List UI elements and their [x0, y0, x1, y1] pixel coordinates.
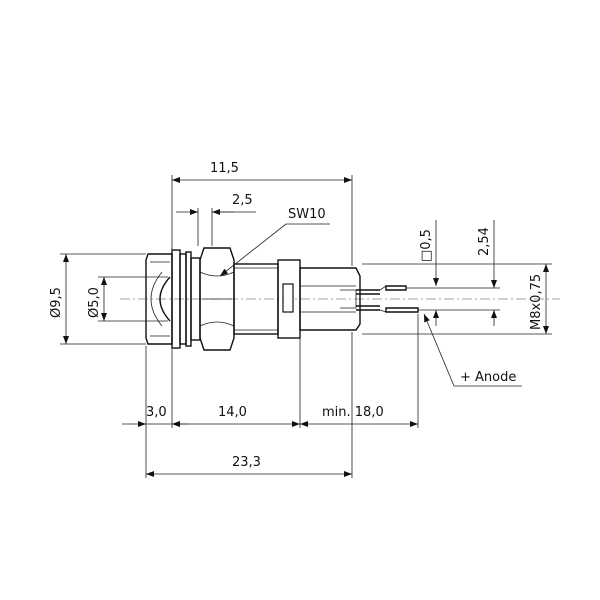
dim-lens-diameter-label: Ø5,0 [87, 287, 102, 318]
lens [159, 276, 171, 322]
dim-pin-pitch-label: 2,54 [477, 227, 492, 256]
dim-thread-label: M8x0,75 [529, 274, 544, 330]
dim-14-0-label: 14,0 [218, 405, 247, 420]
dim-3-0: 3,0 [122, 405, 190, 427]
dim-23-3-label: 23,3 [232, 455, 261, 470]
dim-14-0: 14,0 [172, 405, 300, 427]
dim-pin-pitch: 2,54 [477, 220, 497, 326]
dim-3-0-label: 3,0 [146, 405, 167, 420]
dim-lens-diameter: Ø5,0 [87, 277, 107, 321]
dim-head-diameter-label: Ø9,5 [49, 287, 64, 318]
anode-pin [356, 305, 380, 311]
cathode-pin [356, 289, 380, 295]
rear-insulator [299, 267, 361, 331]
dim-11-5-label: 11,5 [210, 161, 239, 176]
dim-thread: M8x0,75 [529, 264, 549, 334]
sw10-callout: SW10 [219, 207, 330, 277]
dim-18-0-label: min. 18,0 [322, 405, 384, 420]
dim-pin-thickness-label: □0,5 [419, 229, 434, 262]
anode-callout: + Anode [423, 313, 522, 387]
dim-2-5: 2,5 [176, 193, 256, 215]
dim-head-diameter: Ø9,5 [49, 254, 69, 344]
dim-18-0: min. 18,0 [300, 405, 418, 427]
dim-23-3: 23,3 [146, 455, 352, 477]
sw10-label: SW10 [288, 207, 326, 222]
dim-2-5-label: 2,5 [232, 193, 253, 208]
dim-11-5: 11,5 [172, 161, 352, 183]
anode-label: + Anode [460, 370, 516, 385]
dim-pin-thickness: □0,5 [419, 220, 439, 326]
